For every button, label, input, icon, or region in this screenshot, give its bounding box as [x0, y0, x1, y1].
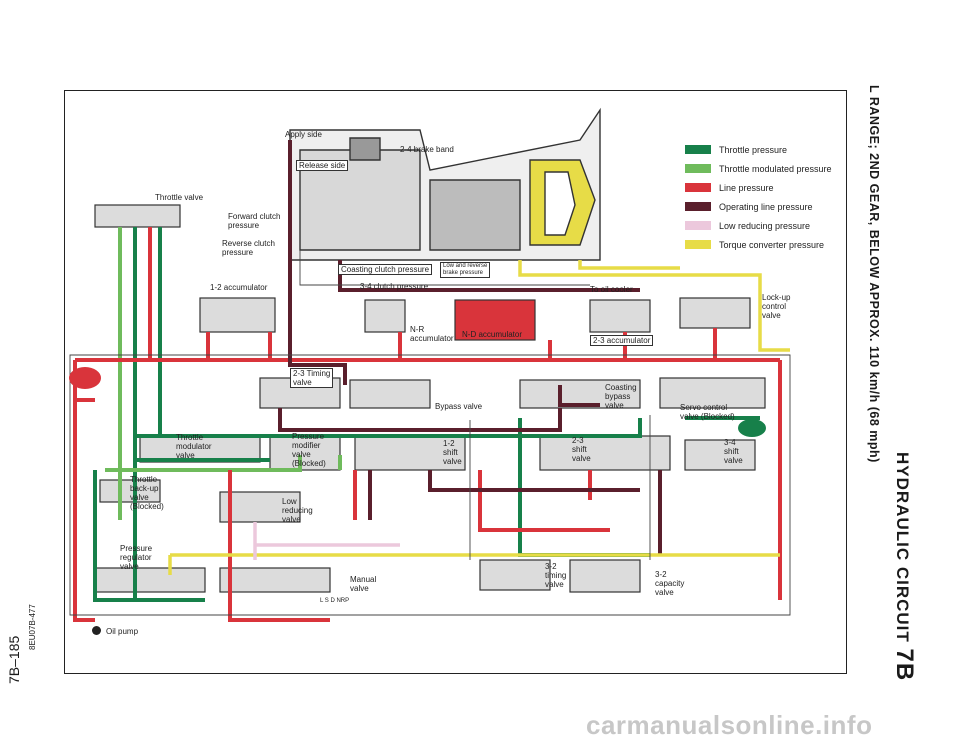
- legend-label: Throttle pressure: [719, 144, 788, 155]
- pressure-regulator-label: Pressure regulator valve: [120, 544, 153, 571]
- title-text: HYDRAULIC CIRCUIT: [893, 452, 912, 643]
- circuit-outline-lines: [69, 250, 791, 616]
- transmission-body: [289, 107, 601, 261]
- clutch-34-label: 3-4 clutch pressure: [360, 282, 429, 291]
- valve-bodies: [94, 204, 766, 593]
- legend-swatch: [685, 183, 711, 192]
- oil-pump-icon: [92, 626, 101, 635]
- coasting-bypass-label: Coasting bypass valve: [605, 383, 637, 410]
- throttle-modulated-lines: [105, 227, 342, 520]
- bypass-valve-label: Bypass valve: [435, 402, 483, 411]
- legend-label: Low reducing pressure: [719, 220, 811, 231]
- legend: Throttle pressure Throttle modulated pre…: [685, 140, 832, 254]
- diagram-frame: [64, 90, 847, 674]
- timing-valve-32-label: 3-2 timing valve: [545, 562, 567, 589]
- brake-band-label: 2-4 brake band: [400, 145, 454, 154]
- release-side-label: Release side: [296, 160, 349, 171]
- line-pressure-badge: [69, 367, 101, 389]
- lockup-valve-label: Lock-up control valve: [762, 293, 791, 320]
- low-reverse-label: Low and reverse brake pressure: [440, 262, 491, 278]
- legend-label: Operating line pressure: [719, 201, 813, 212]
- manual-valve-label: Manual valve: [350, 575, 377, 593]
- legend-swatch: [685, 164, 711, 173]
- legend-label: Line pressure: [719, 182, 774, 193]
- shift-valve-34-label: 3-4 shift valve: [724, 438, 743, 465]
- capacity-valve-32-label: 3-2 capacity valve: [655, 570, 685, 597]
- page-title: HYDRAULIC CIRCUIT 7B: [890, 452, 918, 681]
- throttle-pressure-badge: [738, 419, 766, 437]
- apply-side-label: Apply side: [285, 130, 322, 139]
- throttle-valve-label: Throttle valve: [155, 193, 204, 202]
- legend-swatch: [685, 240, 711, 249]
- page-number: 7B–185: [6, 635, 22, 684]
- nr-accumulator-label: N-R accumulator: [410, 325, 454, 343]
- shift-valve-23-label: 2-3 shift valve: [572, 436, 591, 463]
- legend-item: Operating line pressure: [685, 197, 832, 216]
- servo-control-label: Servo control valve (Blocked): [680, 403, 735, 421]
- throttle-modulator-label: Throttle modulator valve: [176, 433, 212, 460]
- accumulator-23-label: 2-3 accumulator: [590, 335, 654, 346]
- figure-code: 8EU07B-477: [28, 604, 37, 650]
- legend-item: Throttle modulated pressure: [685, 159, 832, 178]
- accumulator-12-label: 1-2 accumulator: [210, 283, 268, 292]
- legend-label: Torque converter pressure: [719, 239, 825, 250]
- nd-accumulator-label: N-D accumulator: [462, 330, 523, 339]
- chapter-tag: 7B: [891, 648, 918, 682]
- reverse-clutch-label: Reverse clutch pressure: [222, 239, 275, 257]
- torque-converter-lines: [168, 260, 790, 575]
- legend-item: Low reducing pressure: [685, 216, 832, 235]
- throttle-backup-label: Throttle back-up valve (Blocked): [130, 475, 164, 511]
- legend-item: Torque converter pressure: [685, 235, 832, 254]
- oil-cooler-label: To oil cooler: [590, 285, 633, 294]
- legend-swatch: [685, 221, 711, 230]
- shift-valve-12-label: 1-2 shift valve: [443, 439, 462, 466]
- coasting-clutch-label: Coasting clutch pressure: [338, 264, 433, 275]
- legend-swatch: [685, 202, 711, 211]
- forward-clutch-label: Forward clutch pressure: [228, 212, 281, 230]
- low-reducing-lines: [253, 522, 400, 560]
- watermark: carmanualsonline.info: [586, 710, 873, 740]
- legend-item: Line pressure: [685, 178, 832, 197]
- page-subtitle: L RANGE; 2ND GEAR, BELOW APPROX. 110 km/…: [867, 85, 881, 463]
- legend-swatch: [685, 145, 711, 154]
- manual-range-label: L S D NRP: [320, 598, 350, 604]
- oil-pump-label: Oil pump: [106, 627, 139, 636]
- legend-label: Throttle modulated pressure: [719, 163, 832, 174]
- low-reducing-valve-label: Low reducing valve: [282, 497, 313, 524]
- pressure-modifier-label: Pressure modifier valve (Blocked): [292, 432, 326, 468]
- legend-item: Throttle pressure: [685, 140, 832, 159]
- timing-valve-23-label: 2-3 Timing valve: [290, 368, 334, 388]
